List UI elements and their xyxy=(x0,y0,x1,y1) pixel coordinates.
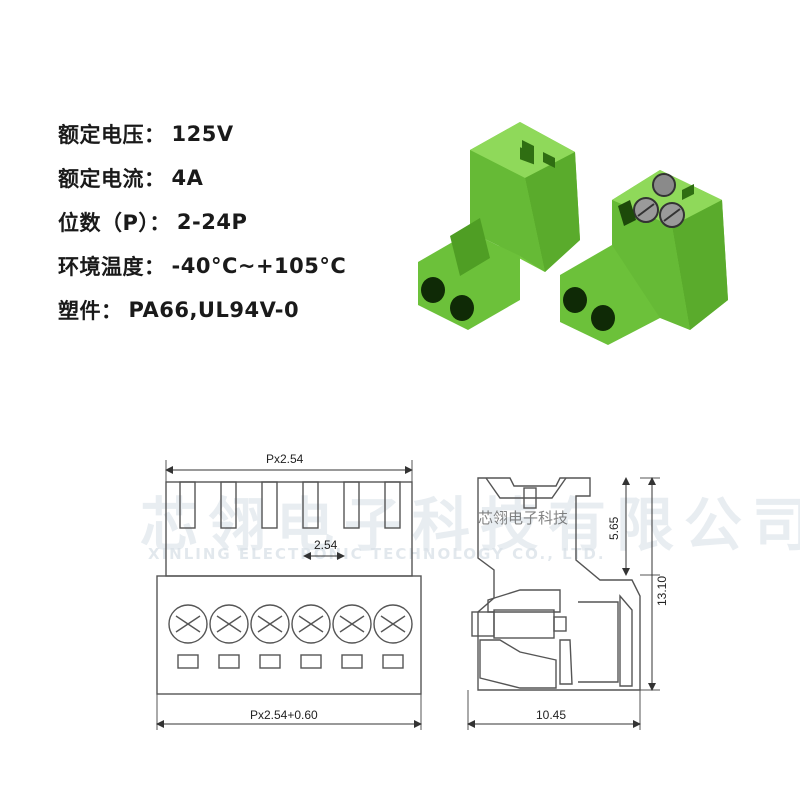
spec-label: 额定电压： xyxy=(58,123,166,147)
spec-label: 环境温度： xyxy=(58,255,166,279)
spec-value: 125V xyxy=(171,122,234,146)
dim-pitch: 2.54 xyxy=(314,538,338,552)
pin-slots xyxy=(179,481,401,529)
spec-rated-voltage: 额定电压： 125V xyxy=(58,112,346,156)
dim-bottom-width: Px2.54+0.60 xyxy=(250,708,318,722)
spec-value: PA66,UL94V-0 xyxy=(128,298,300,322)
spec-rated-current: 额定电流： 4A xyxy=(58,156,346,200)
connector-right xyxy=(560,170,728,345)
dim-top-width: Px2.54 xyxy=(266,452,304,466)
spec-value: 4A xyxy=(171,166,204,190)
spec-label: 塑件： xyxy=(58,299,123,323)
spec-positions: 位数（P）： 2-24P xyxy=(58,200,346,244)
side-view xyxy=(467,477,660,730)
front-view xyxy=(156,460,422,730)
dim-upper-height: 5.65 xyxy=(607,516,621,540)
screw-heads xyxy=(168,604,413,644)
dim-side-height: 13.10 xyxy=(655,576,669,606)
spec-temperature: 环境温度： -40°C~+105°C xyxy=(58,244,346,288)
spec-value: -40°C~+105°C xyxy=(171,254,347,278)
spec-label: 位数（P）： xyxy=(58,211,171,235)
spec-list: 额定电压： 125V 额定电流： 4A 位数（P）： 2-24P 环境温度： -… xyxy=(58,112,346,332)
spec-label: 额定电流： xyxy=(58,167,166,191)
dim-side-width: 10.45 xyxy=(536,708,566,722)
wire-entries xyxy=(177,654,404,669)
connector-left xyxy=(418,122,580,330)
spec-value: 2-24P xyxy=(176,210,248,234)
watermark-company-en: XINLING ELECTRONIC TECHNOLOGY CO., LTD. xyxy=(148,545,606,563)
watermark-small: 芯翎电子科技 xyxy=(478,509,569,527)
spec-material: 塑件： PA66,UL94V-0 xyxy=(58,288,346,332)
watermark-company-cn: 芯翎电子科技有限公司 xyxy=(140,491,800,559)
